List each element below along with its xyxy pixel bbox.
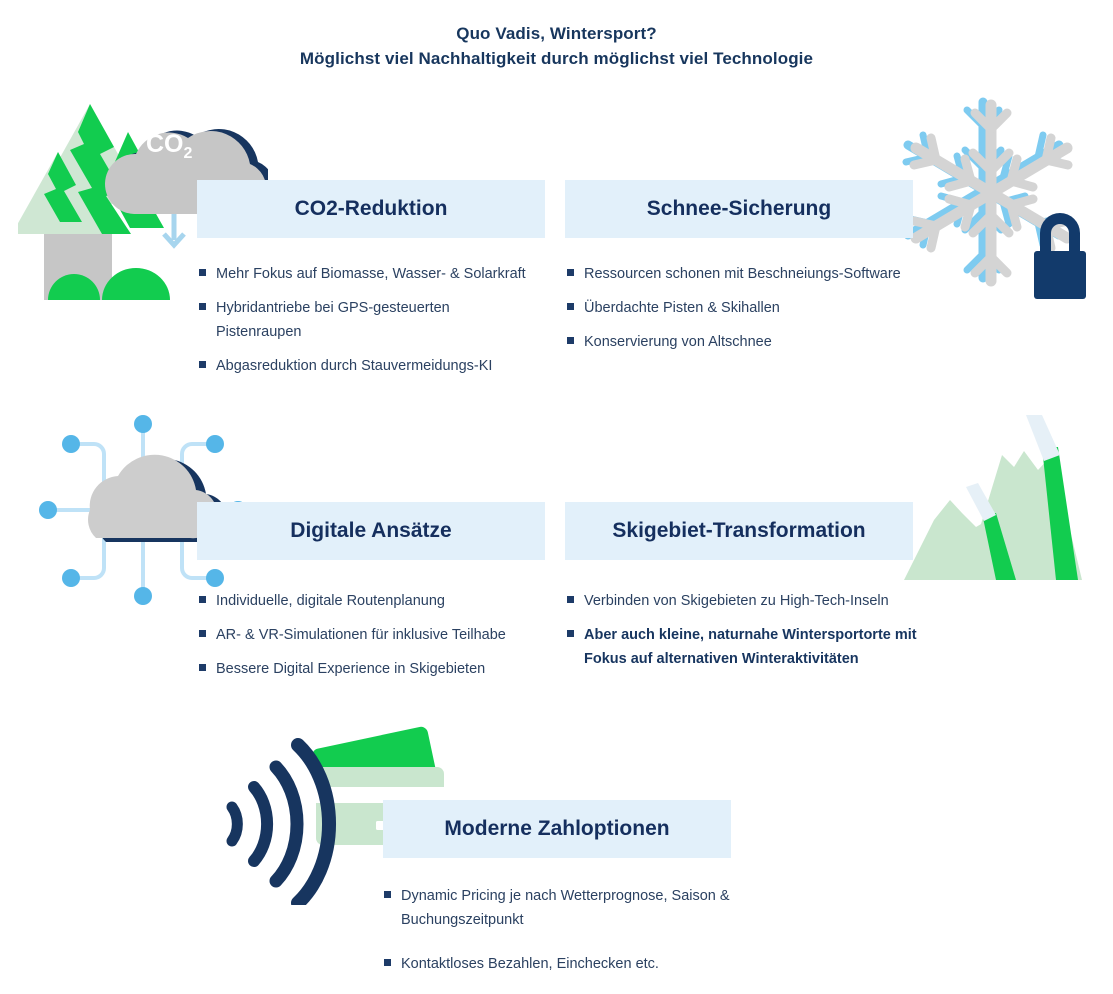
list-item: Konservierung von Altschnee: [567, 330, 932, 354]
list-item-text: Kontaktloses Bezahlen, Einchecken etc.: [401, 956, 659, 972]
list-item-text: Überdachte Pisten & Skihallen: [584, 300, 780, 316]
list-item-text: Individuelle, digitale Routenplanung: [216, 593, 445, 609]
bullet-marker-icon: [384, 959, 391, 966]
lock-icon: [1034, 213, 1086, 299]
bullet-list-skigebiet-transformation: Verbinden von Skigebieten zu High-Tech-I…: [567, 589, 937, 681]
bullet-marker-icon: [199, 361, 206, 368]
list-item-text: Ressourcen schonen mit Beschneiungs-Soft…: [584, 266, 901, 282]
bullet-marker-icon: [199, 303, 206, 310]
list-item: Bessere Digital Experience in Skigebiete…: [199, 657, 564, 681]
list-item-text: Mehr Fokus auf Biomasse, Wasser- & Solar…: [216, 266, 526, 282]
section-title: Moderne Zahloptionen: [444, 817, 670, 840]
list-item-text: Dynamic Pricing je nach Wetterprognose, …: [401, 888, 730, 928]
list-item: Ressourcen schonen mit Beschneiungs-Soft…: [567, 262, 932, 286]
section-title: Schnee-Sicherung: [646, 197, 832, 220]
section-header-co2-reduktion: CO2-Reduktion: [197, 180, 545, 238]
bullet-marker-icon: [199, 664, 206, 671]
list-item-text: Bessere Digital Experience in Skigebiete…: [216, 661, 486, 677]
section-title: Digitale Ansätze: [290, 519, 452, 542]
list-item-text: AR- & VR-Simulationen für inklusive Teil…: [216, 627, 506, 643]
svg-text:CO2: CO2: [146, 130, 193, 162]
list-item: Mehr Fokus auf Biomasse, Wasser- & Solar…: [199, 262, 564, 286]
bullet-marker-icon: [567, 337, 574, 344]
page-title: Quo Vadis, Wintersport? Möglichst viel N…: [0, 22, 1113, 72]
list-item: Kontaktloses Bezahlen, Einchecken etc.: [384, 952, 754, 976]
bullet-marker-icon: [567, 269, 574, 276]
section-header-moderne-zahloptionen: Moderne Zahloptionen: [383, 800, 731, 858]
bullet-marker-icon: [567, 630, 574, 637]
mountains-icon: [892, 415, 1092, 585]
list-item-text: Abgasreduktion durch Stauvermeidungs-KI: [216, 358, 493, 374]
section-header-digitale-ansaetze: Digitale Ansätze: [197, 502, 545, 560]
section-title: Skigebiet-Transformation: [612, 519, 866, 542]
bullet-marker-icon: [199, 630, 206, 637]
bullet-marker-icon: [567, 596, 574, 603]
list-item: Individuelle, digitale Routenplanung: [199, 589, 564, 613]
list-item: Überdachte Pisten & Skihallen: [567, 296, 932, 320]
list-item-text: Aber auch kleine, naturnahe Wintersporto…: [584, 627, 917, 667]
list-item: Dynamic Pricing je nach Wetterprognose, …: [384, 884, 754, 932]
bullet-list-co2-reduktion: Mehr Fokus auf Biomasse, Wasser- & Solar…: [199, 262, 564, 388]
trees-co2-cloud-icon: CO2: [18, 92, 268, 307]
section-title: CO2-Reduktion: [294, 197, 448, 220]
list-item: Verbinden von Skigebieten zu High-Tech-I…: [567, 589, 937, 613]
list-item: Aber auch kleine, naturnahe Wintersporto…: [567, 623, 937, 671]
list-item: AR- & VR-Simulationen für inklusive Teil…: [199, 623, 564, 647]
co2-subscript: 2: [184, 145, 193, 162]
list-item-text: Hybridantriebe bei GPS-gesteuerten Piste…: [216, 300, 450, 340]
snowflake-lock-icon: [888, 88, 1108, 308]
list-item-text: Verbinden von Skigebieten zu High-Tech-I…: [584, 593, 889, 609]
title-line-1: Quo Vadis, Wintersport?: [456, 24, 657, 43]
bullet-marker-icon: [384, 891, 391, 898]
bullet-list-schnee-sicherung: Ressourcen schonen mit Beschneiungs-Soft…: [567, 262, 932, 364]
bullet-list-digitale-ansaetze: Individuelle, digitale Routenplanung AR-…: [199, 589, 564, 691]
section-header-schnee-sicherung: Schnee-Sicherung: [565, 180, 913, 238]
bullet-marker-icon: [199, 269, 206, 276]
co2-label: CO: [146, 130, 184, 158]
list-item: Abgasreduktion durch Stauvermeidungs-KI: [199, 354, 564, 378]
bullet-marker-icon: [567, 303, 574, 310]
bullet-list-moderne-zahloptionen: Dynamic Pricing je nach Wetterprognose, …: [384, 884, 754, 986]
bullet-marker-icon: [199, 596, 206, 603]
list-item: Hybridantriebe bei GPS-gesteuerten Piste…: [199, 296, 564, 344]
section-header-skigebiet-transformation: Skigebiet-Transformation: [565, 502, 913, 560]
title-line-2: Möglichst viel Nachhaltigkeit durch mögl…: [299, 49, 814, 68]
list-item-text: Konservierung von Altschnee: [584, 334, 772, 350]
